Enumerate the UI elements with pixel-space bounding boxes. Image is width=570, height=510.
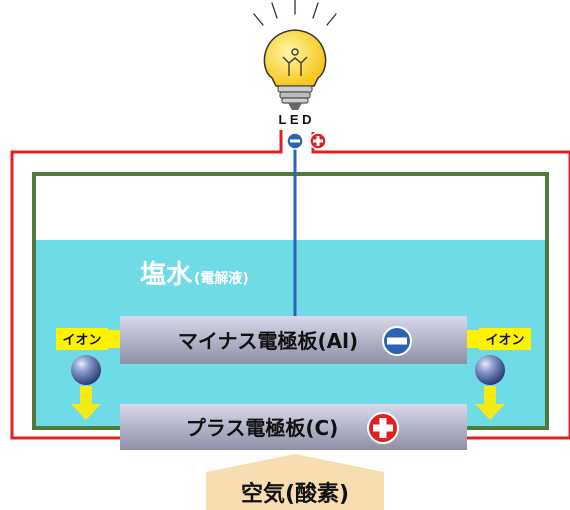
solution-label-main: 塩水 [140, 260, 193, 290]
light-rays-icon [253, 0, 337, 26]
solution-label: 塩水(電解液) [140, 260, 249, 290]
ion-badge-left [56, 328, 108, 350]
positive-plate-label: プラス電極板(C) [186, 416, 339, 440]
air-label: 空気(酸素) [241, 481, 349, 507]
arrow-down-icon-right [475, 386, 505, 420]
led-label: L E D [279, 112, 312, 127]
ion-ball-left [71, 355, 101, 385]
ion-badge-right-connector [467, 330, 479, 348]
ion-badge-left-connector [108, 330, 120, 348]
ion-label-left: イオン [62, 333, 101, 348]
solution-label-sub: (電解液) [194, 270, 249, 287]
led-minus-terminal-icon [286, 132, 304, 150]
light-bulb-icon [263, 29, 327, 110]
ion-badge-right [479, 328, 531, 350]
positive-plate [120, 404, 467, 450]
negative-plate-label: マイナス電極板(Al) [178, 329, 358, 353]
plus-sign-icon [367, 412, 399, 444]
ion-ball-right [475, 355, 505, 385]
minus-sign-icon [382, 326, 412, 356]
arrow-down-icon-left [71, 386, 101, 420]
ion-label-right: イオン [485, 333, 524, 348]
air-pointer [206, 454, 384, 510]
led-plus-terminal-icon [309, 132, 327, 150]
